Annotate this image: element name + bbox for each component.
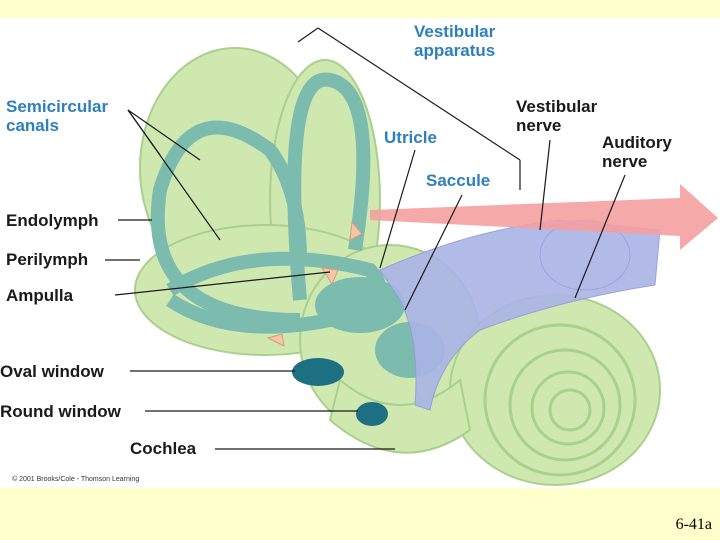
label-saccule: Saccule (426, 171, 491, 190)
cochlea-spiral (483, 323, 637, 477)
label-vestibular-nerve-line1: Vestibular (516, 97, 598, 116)
label-ampulla: Ampulla (6, 286, 74, 305)
label-auditory-nerve: Auditory nerve (602, 133, 672, 171)
label-utricle: Utricle (384, 128, 437, 147)
label-semicircular-line2: canals (6, 116, 59, 135)
label-vestibular-apparatus-line2: apparatus (414, 41, 496, 60)
label-round-window: Round window (0, 402, 121, 421)
copyright-notice: © 2001 Brooks/Cole - Thomson Learning (12, 476, 140, 483)
label-vestibular-apparatus: Vestibular apparatus (414, 22, 495, 60)
label-semicircular-line1: Semicircular (6, 97, 109, 116)
utricle-sac (315, 277, 405, 333)
nerve-bundle (379, 219, 661, 411)
ampulla-crests (266, 220, 363, 347)
label-vestibular-apparatus-line1: Vestibular (414, 22, 496, 41)
slide-number: 6-41a (675, 516, 712, 533)
direction-arrow (370, 184, 718, 250)
label-auditory-nerve-line2: nerve (602, 152, 648, 171)
label-vestibular-nerve-line2: nerve (516, 116, 562, 135)
oval-window (292, 358, 344, 386)
round-window (356, 402, 388, 426)
leader-lines (105, 27, 626, 450)
label-oval-window: Oval window (0, 362, 104, 381)
label-auditory-nerve-line1: Auditory (602, 133, 672, 152)
label-perilymph: Perilymph (6, 250, 89, 269)
label-semicircular-canals: Semicircular canals (6, 97, 108, 135)
label-cochlea: Cochlea (130, 439, 197, 458)
label-endolymph: Endolymph (6, 211, 99, 230)
label-vestibular-nerve: Vestibular nerve (516, 97, 597, 135)
